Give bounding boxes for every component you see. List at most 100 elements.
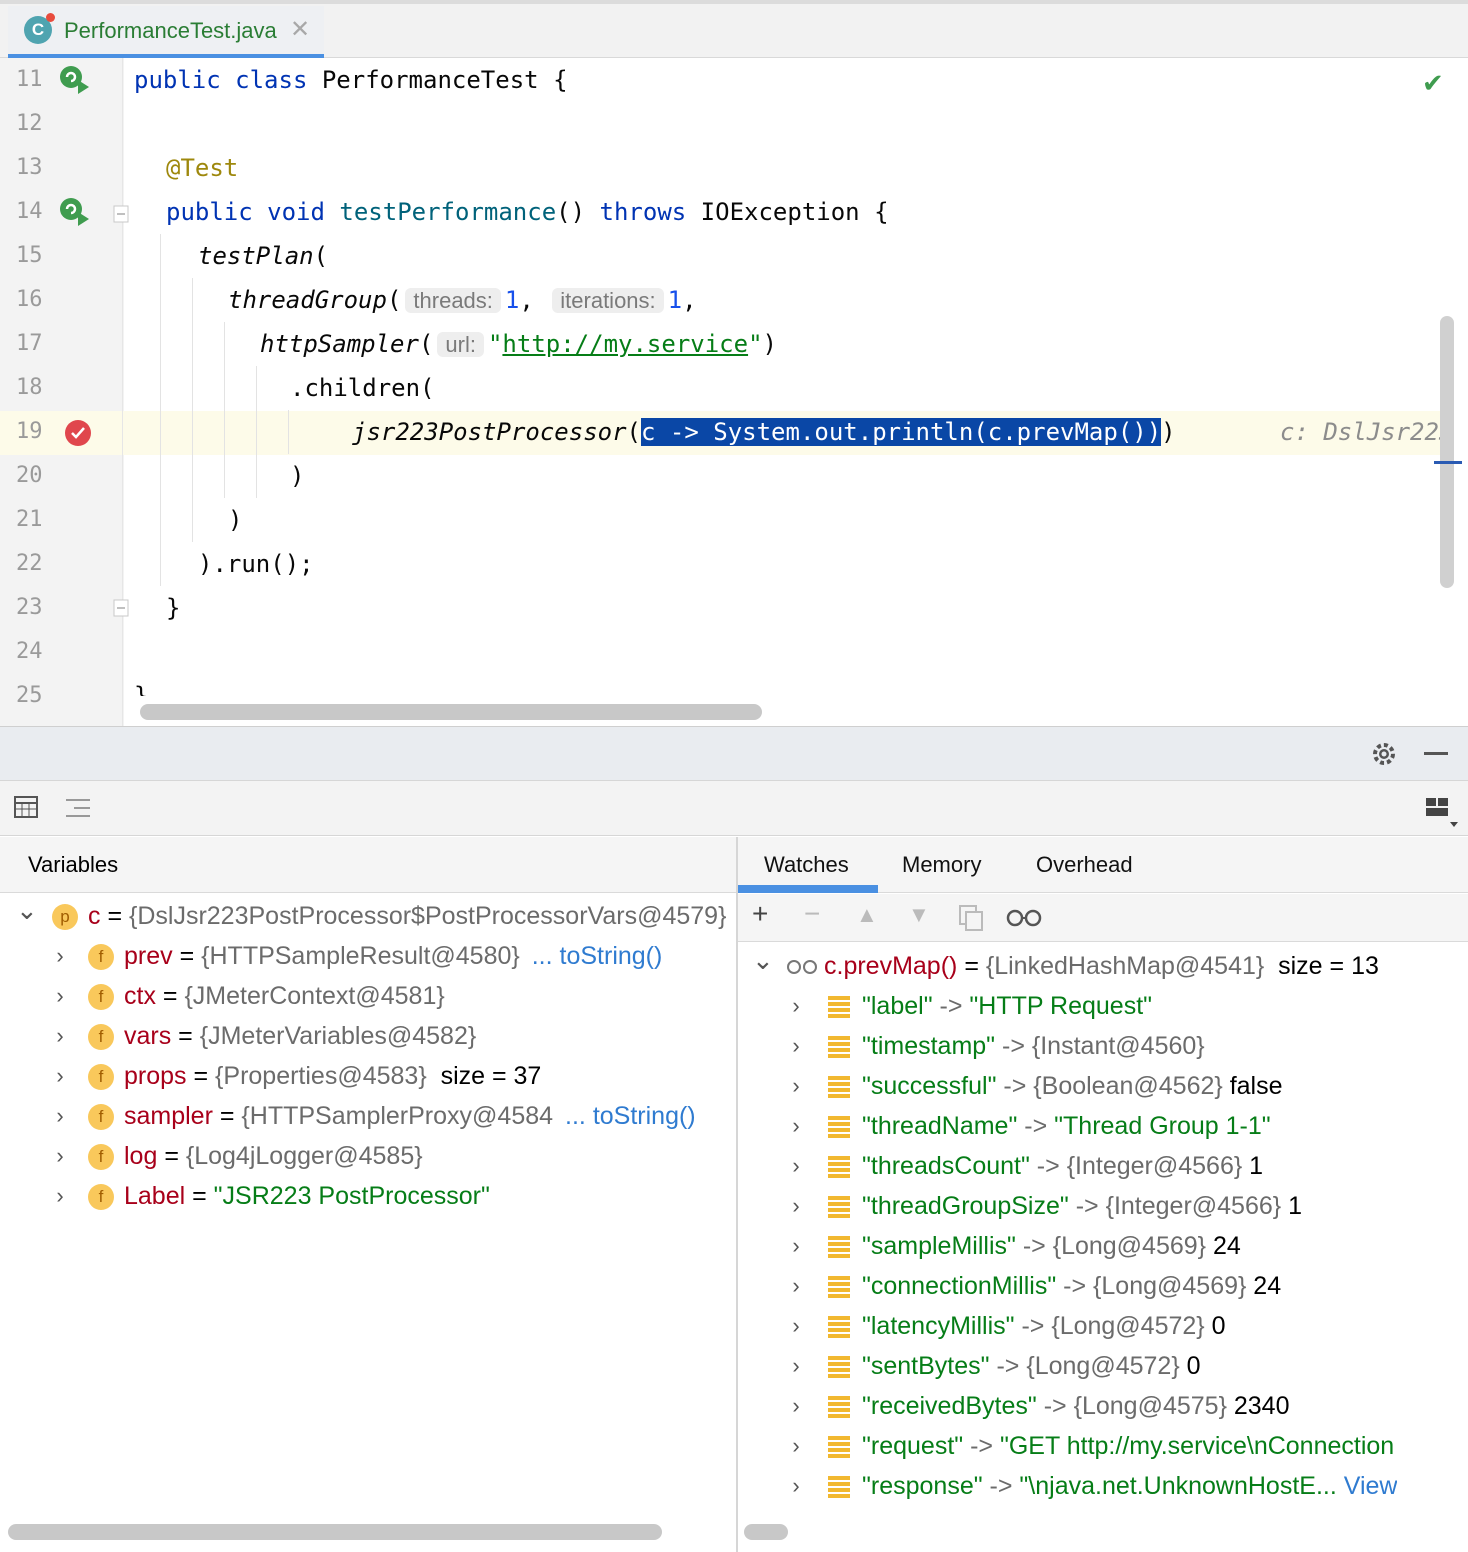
code-editor[interactable]: [124, 58, 1468, 726]
move-down-icon[interactable]: ▼: [908, 902, 930, 927]
move-up-icon[interactable]: ▲: [856, 902, 878, 927]
line-number: 14: [16, 199, 43, 224]
map-entry-row[interactable]: "threadsCount" -> {Integer@4566} 1: [828, 1146, 1263, 1186]
expand-chevron-icon[interactable]: ›: [792, 1433, 800, 1458]
expand-chevron-icon[interactable]: ›: [792, 1273, 800, 1298]
entry-key: "response": [862, 1472, 983, 1500]
add-watch-icon[interactable]: +: [752, 898, 769, 929]
fold-icon[interactable]: [112, 598, 132, 620]
expand-chevron-icon[interactable]: ›: [792, 1353, 800, 1378]
expand-chevron-icon[interactable]: ›: [56, 1103, 64, 1128]
variables-hscrollbar[interactable]: [8, 1524, 662, 1540]
map-entry-row[interactable]: "threadGroupSize" -> {Integer@4566} 1: [828, 1186, 1302, 1226]
debug-title-bar: [0, 726, 1468, 780]
expand-chevron-icon[interactable]: ›: [792, 1393, 800, 1418]
arrow: ->: [932, 992, 970, 1020]
tostring-link[interactable]: ... toString(): [531, 942, 663, 970]
variable-value: {HTTPSampleResult@4580}: [201, 942, 520, 970]
expand-chevron-icon[interactable]: ›: [792, 1153, 800, 1178]
close-tab-icon[interactable]: ✕: [290, 16, 311, 43]
breakpoint-icon[interactable]: [64, 418, 94, 448]
expand-chevron-icon[interactable]: ›: [56, 1023, 64, 1048]
map-entry-row[interactable]: "sampleMillis" -> {Long@4569} 24: [828, 1226, 1241, 1266]
selected-code[interactable]: c -> System.out.println(c.prevMap()): [641, 418, 1162, 446]
tab-performance-test[interactable]: C PerformanceTest.java ✕: [8, 6, 324, 58]
expand-chevron-icon[interactable]: ›: [792, 1233, 800, 1258]
gear-icon[interactable]: [1370, 740, 1398, 768]
tostring-link[interactable]: ... toString(): [565, 1102, 696, 1130]
tab-overhead[interactable]: Overhead: [1036, 852, 1133, 877]
editor-gutter[interactable]: [0, 58, 124, 726]
arrow: ->: [963, 1432, 1000, 1460]
expand-chevron-icon[interactable]: ›: [56, 1143, 64, 1168]
collapse-chevron-icon[interactable]: ⌄: [752, 945, 774, 975]
map-entry-row[interactable]: "response" -> "\njava.net.UnknownHostE..…: [828, 1466, 1397, 1506]
entry-key: "threadName": [862, 1112, 1018, 1140]
expand-chevron-icon[interactable]: ›: [792, 1033, 800, 1058]
run-test-icon[interactable]: [58, 196, 92, 228]
tab-memory[interactable]: Memory: [902, 852, 982, 877]
code-line-13: @Test: [166, 146, 238, 190]
entry-key: "label": [862, 992, 933, 1020]
line-number: 21: [16, 507, 43, 532]
map-entry-row[interactable]: "latencyMillis" -> {Long@4572} 0: [828, 1306, 1226, 1346]
entry-key: "connectionMillis": [862, 1272, 1057, 1300]
comma: ,: [519, 286, 534, 314]
expand-chevron-icon[interactable]: ›: [56, 1183, 64, 1208]
map-entry-row[interactable]: "request" -> "GET http://my.service\nCon…: [828, 1426, 1394, 1466]
map-entry-row[interactable]: "successful" -> {Boolean@4562} false: [828, 1066, 1283, 1106]
paren: (: [626, 418, 641, 446]
view-link[interactable]: View: [1336, 1472, 1398, 1500]
map-entry-row[interactable]: "receivedBytes" -> {Long@4575} 2340: [828, 1386, 1289, 1426]
variable-name: c: [88, 902, 101, 930]
arrow: ->: [1029, 1152, 1067, 1180]
expand-chevron-icon[interactable]: ›: [56, 943, 64, 968]
run-test-icon[interactable]: [58, 64, 92, 96]
remove-watch-icon[interactable]: −: [804, 898, 821, 929]
horizontal-scrollbar[interactable]: [140, 704, 762, 720]
expand-chevron-icon[interactable]: ›: [792, 1193, 800, 1218]
table-view-icon[interactable]: [14, 796, 40, 820]
watch-value: {LinkedHashMap@4541}: [985, 952, 1265, 980]
tab-watches[interactable]: Watches: [764, 852, 849, 877]
watch-root-row[interactable]: c.prevMap() = {LinkedHashMap@4541} size …: [786, 946, 1379, 986]
collapse-chevron-icon[interactable]: ⌄: [16, 895, 38, 925]
fold-icon[interactable]: [112, 204, 132, 226]
map-entry-row[interactable]: "threadName" -> "Thread Group 1-1": [828, 1106, 1271, 1146]
panel-divider[interactable]: [736, 837, 738, 1552]
brace: {: [874, 198, 889, 226]
map-entry-row[interactable]: "sentBytes" -> {Long@4572} 0: [828, 1346, 1201, 1386]
vertical-scrollbar[interactable]: [1440, 316, 1454, 588]
expand-chevron-icon[interactable]: ›: [792, 1113, 800, 1138]
map-entry-row[interactable]: "timestamp" -> {Instant@4560}: [828, 1026, 1205, 1066]
watches-hscrollbar[interactable]: [744, 1524, 788, 1540]
arrow: ->: [995, 1032, 1032, 1060]
expand-chevron-icon[interactable]: ›: [792, 1073, 800, 1098]
equals: =: [185, 1182, 214, 1210]
url-link[interactable]: http://my.service: [502, 330, 749, 358]
variables-title: Variables: [28, 852, 119, 877]
settings-list-icon[interactable]: [64, 796, 92, 820]
minimize-icon[interactable]: [1424, 752, 1448, 755]
map-entry-row[interactable]: "label" -> "HTTP Request": [828, 986, 1152, 1026]
method-call: jsr223PostProcessor: [352, 418, 627, 446]
expand-chevron-icon[interactable]: ›: [56, 1063, 64, 1088]
copy-icon[interactable]: [958, 904, 986, 932]
expand-chevron-icon[interactable]: ›: [792, 1473, 800, 1498]
layout-icon[interactable]: [1424, 796, 1462, 830]
expand-chevron-icon[interactable]: ›: [56, 983, 64, 1008]
map-entry-row[interactable]: "connectionMillis" -> {Long@4569} 24: [828, 1266, 1281, 1306]
map-entry-icon: [828, 996, 850, 1019]
glasses-icon[interactable]: [1006, 908, 1042, 928]
code-line-19: jsr223PostProcessor(c -> System.out.prin…: [352, 410, 1176, 454]
expand-chevron-icon[interactable]: ›: [792, 993, 800, 1018]
expand-chevron-icon[interactable]: ›: [792, 1313, 800, 1338]
